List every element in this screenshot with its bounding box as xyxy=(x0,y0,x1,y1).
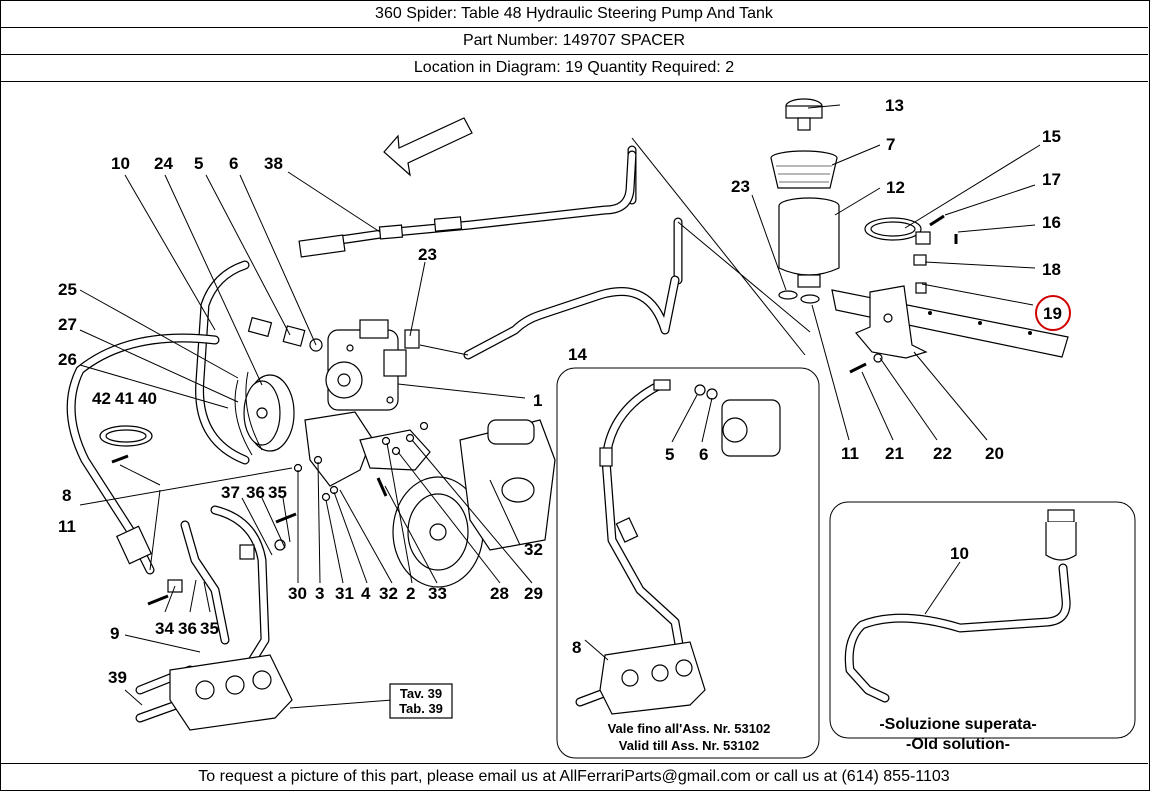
callout-1[interactable]: 1 xyxy=(533,391,542,410)
callout-35[interactable]: 35 xyxy=(268,483,287,502)
callout-17[interactable]: 17 xyxy=(1042,170,1061,189)
inset-right xyxy=(829,501,1136,739)
callout-32b[interactable]: 32 xyxy=(524,540,543,559)
old-solution-note-english: -Old solution- xyxy=(906,736,1010,753)
callout-5b[interactable]: 5 xyxy=(665,445,674,464)
callout-5[interactable]: 5 xyxy=(194,154,203,173)
callout-36b[interactable]: 36 xyxy=(178,619,197,638)
hose-fittings-38 xyxy=(298,216,463,258)
pump-belt xyxy=(234,371,263,456)
table-reference-box: Tav. 39 Tab. 39 xyxy=(389,683,453,719)
callout-3[interactable]: 3 xyxy=(315,584,324,603)
steering-pump xyxy=(325,319,407,411)
callout-40[interactable]: 40 xyxy=(138,389,157,408)
callout-12[interactable]: 12 xyxy=(886,178,905,197)
callout-36[interactable]: 36 xyxy=(246,483,265,502)
callout-23[interactable]: 23 xyxy=(731,177,750,196)
mounting-bracket xyxy=(855,285,928,359)
direction-arrow-icon xyxy=(383,117,473,177)
callout-15[interactable]: 15 xyxy=(1042,127,1061,146)
callout-37[interactable]: 37 xyxy=(221,483,240,502)
callout-35b[interactable]: 35 xyxy=(200,619,219,638)
hose-coupling-8 xyxy=(115,525,153,565)
callout-11[interactable]: 11 xyxy=(841,444,859,463)
old-solution-note-italian: -Soluzione superata- xyxy=(879,716,1036,733)
tank-clamp xyxy=(864,217,931,245)
callout-39[interactable]: 39 xyxy=(108,668,127,687)
callout-8b[interactable]: 8 xyxy=(572,638,581,657)
leader-lines xyxy=(79,104,1041,709)
callout-18[interactable]: 18 xyxy=(1042,260,1061,279)
callout-41[interactable]: 41 xyxy=(115,389,134,408)
reservoir-tank xyxy=(778,197,840,288)
callout-20[interactable]: 20 xyxy=(985,444,1004,463)
callout-32[interactable]: 32 xyxy=(379,584,398,603)
callout-28[interactable]: 28 xyxy=(490,584,509,603)
callout-13[interactable]: 13 xyxy=(885,96,904,115)
callout-11b[interactable]: 11 xyxy=(58,517,76,536)
callout-38[interactable]: 38 xyxy=(264,154,283,173)
callout-labels: 13 7 23 12 15 17 16 18 19 11 21 22 20 10… xyxy=(58,96,1062,687)
callout-6b[interactable]: 6 xyxy=(699,445,708,464)
reservoir-cap xyxy=(785,98,823,131)
table-ref-line1: Tav. 39 xyxy=(400,686,442,701)
callout-33[interactable]: 33 xyxy=(428,584,447,603)
callout-7[interactable]: 7 xyxy=(886,135,895,154)
highlight-circle xyxy=(1035,295,1071,331)
callout-8[interactable]: 8 xyxy=(62,486,71,505)
callout-2[interactable]: 2 xyxy=(406,584,415,603)
callout-16[interactable]: 16 xyxy=(1042,213,1061,232)
water-pump xyxy=(392,419,556,588)
callout-6[interactable]: 6 xyxy=(229,154,238,173)
callout-26[interactable]: 26 xyxy=(58,350,77,369)
reservoir-outlets xyxy=(778,290,820,304)
callout-29[interactable]: 29 xyxy=(524,584,543,603)
callout-25[interactable]: 25 xyxy=(58,280,77,299)
callout-31[interactable]: 31 xyxy=(335,584,354,603)
screw-small xyxy=(929,214,958,244)
callout-27[interactable]: 27 xyxy=(58,315,77,334)
pump-fittings xyxy=(247,316,420,352)
callout-22[interactable]: 22 xyxy=(933,444,952,463)
callout-23b[interactable]: 23 xyxy=(418,245,437,264)
callout-21[interactable]: 21 xyxy=(885,444,904,463)
callout-42[interactable]: 42 xyxy=(92,389,111,408)
callout-24[interactable]: 24 xyxy=(154,154,173,173)
diagram-svg: Tav. 39 Tab. 39 Vale fino all'Ass. Nr. 5… xyxy=(58,96,1136,759)
callout-34[interactable]: 34 xyxy=(155,619,174,638)
inset-note-italian: Vale fino all'Ass. Nr. 53102 xyxy=(608,721,771,736)
hose-support-block-39 xyxy=(169,654,293,731)
hose-clamp-42 xyxy=(99,425,153,464)
callout-10b[interactable]: 10 xyxy=(950,544,969,563)
pump-support-bracket xyxy=(304,411,431,487)
part-number: Part Number: 149707 SPACER xyxy=(0,28,1148,55)
bolts-group xyxy=(275,421,429,524)
callout-4[interactable]: 4 xyxy=(361,584,371,603)
contact-footer: To request a picture of this part, pleas… xyxy=(0,763,1148,790)
callout-10[interactable]: 10 xyxy=(111,154,130,173)
callout-19[interactable]: 19 xyxy=(1043,304,1062,323)
spacer-part xyxy=(913,254,927,294)
pump-pulley xyxy=(243,374,295,452)
callout-9[interactable]: 9 xyxy=(110,624,119,643)
reservoir-filter xyxy=(770,150,838,189)
bolt-21 xyxy=(849,353,883,374)
location-info: Location in Diagram: 19 Quantity Require… xyxy=(0,55,1148,82)
table-ref-line2: Tab. 39 xyxy=(399,701,443,716)
inset-center xyxy=(556,367,820,759)
inset-note-english: Valid till Ass. Nr. 53102 xyxy=(619,738,759,753)
page-title: 360 Spider: Table 48 Hydraulic Steering … xyxy=(0,0,1148,28)
callout-14[interactable]: 14 xyxy=(568,345,587,364)
parts-diagram: Tav. 39 Tab. 39 Vale fino all'Ass. Nr. 5… xyxy=(0,82,1148,763)
callout-30[interactable]: 30 xyxy=(288,584,307,603)
